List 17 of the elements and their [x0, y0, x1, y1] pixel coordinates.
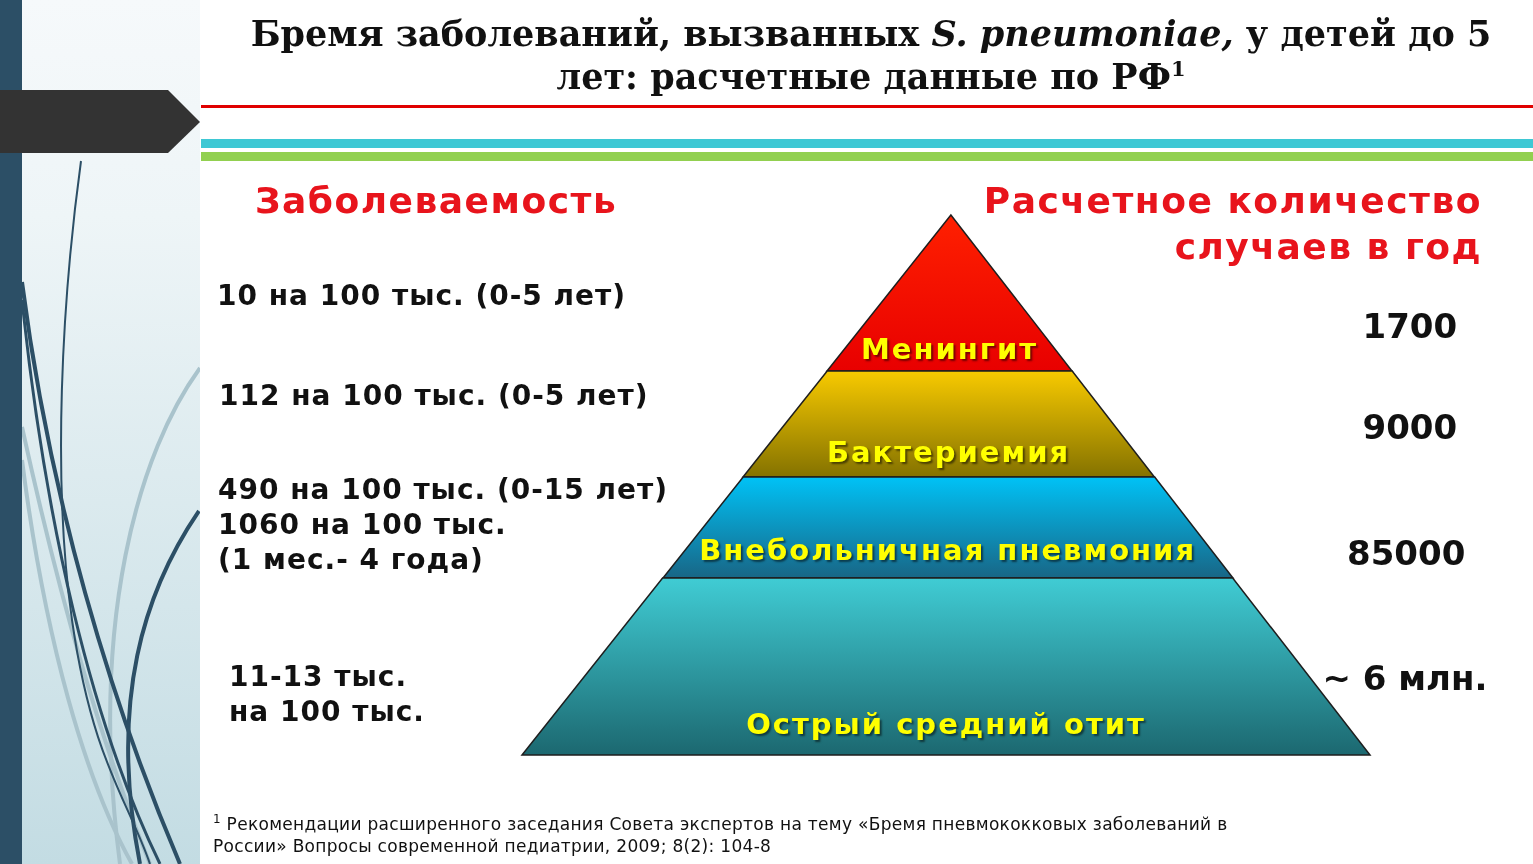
tier-label: Острый средний отит: [746, 708, 1146, 740]
column-heading: Расчетное количество случаев в год: [982, 179, 1482, 269]
footnote: $^{1}$ Рекомендации расширенного заседания Совета экспертов на тему «Бремя пневмококковых заболеваний в России» Вопросы современной педиатрии, 2009; 8(2): 104-8: [213, 813, 1229, 857]
incidence-label: 10 на 100 тыс. (0-5 лет): [217, 278, 627, 313]
case-count-label: 9000: [1362, 407, 1458, 447]
tier-label: Внебольничная пневмония: [699, 534, 1197, 566]
slide-title: Бремя заболеваний, вызванных S. pneumoniae, у детей до 5 лет: расчетные данные по РФ$^{1}$: [249, 12, 1493, 98]
column-heading: Заболеваемость: [255, 179, 618, 223]
tier-label: Бактериемия: [826, 436, 1071, 468]
case-count-label: 1700: [1362, 306, 1458, 346]
case-count-label: ~ 6 млн.: [1322, 658, 1488, 698]
incidence-label: 490 на 100 тыс. (0-15 лет): [218, 472, 669, 507]
tier-label: Менингит: [860, 333, 1039, 365]
case-count-label: 85000: [1347, 533, 1466, 573]
incidence-label: 112 на 100 тыс. (0-5 лет): [219, 378, 649, 413]
incidence-label: 11-13 тыс. на 100 тыс.: [229, 659, 426, 729]
incidence-label: 1060 на 100 тыс. (1 мес.- 4 года): [218, 507, 508, 577]
